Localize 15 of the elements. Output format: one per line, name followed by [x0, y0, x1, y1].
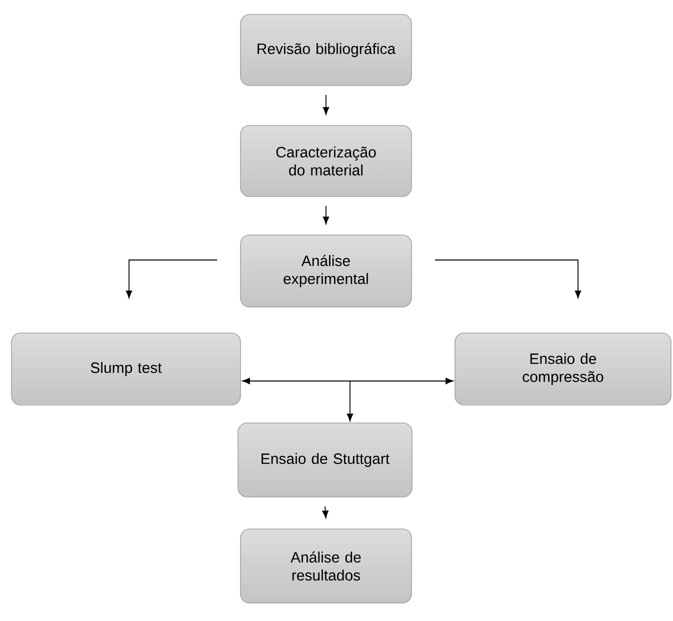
process-box: Revisão bibliográfica [240, 14, 412, 86]
arrow [126, 260, 218, 298]
process-box: Slump test [11, 332, 241, 406]
process-box: Caracterização do material [240, 125, 412, 197]
arrow [346, 380, 354, 422]
arrow [350, 378, 454, 384]
arrow [322, 94, 330, 115]
arrow [242, 378, 350, 384]
arrow [322, 205, 330, 224]
process-box: Ensaio de Stuttgart [238, 422, 412, 498]
arrow [322, 506, 328, 518]
arrow [434, 260, 582, 298]
process-box: Análise de resultados [240, 528, 412, 604]
process-box: Análise experimental [240, 234, 412, 308]
process-box: Ensaio de compressão [454, 332, 672, 406]
